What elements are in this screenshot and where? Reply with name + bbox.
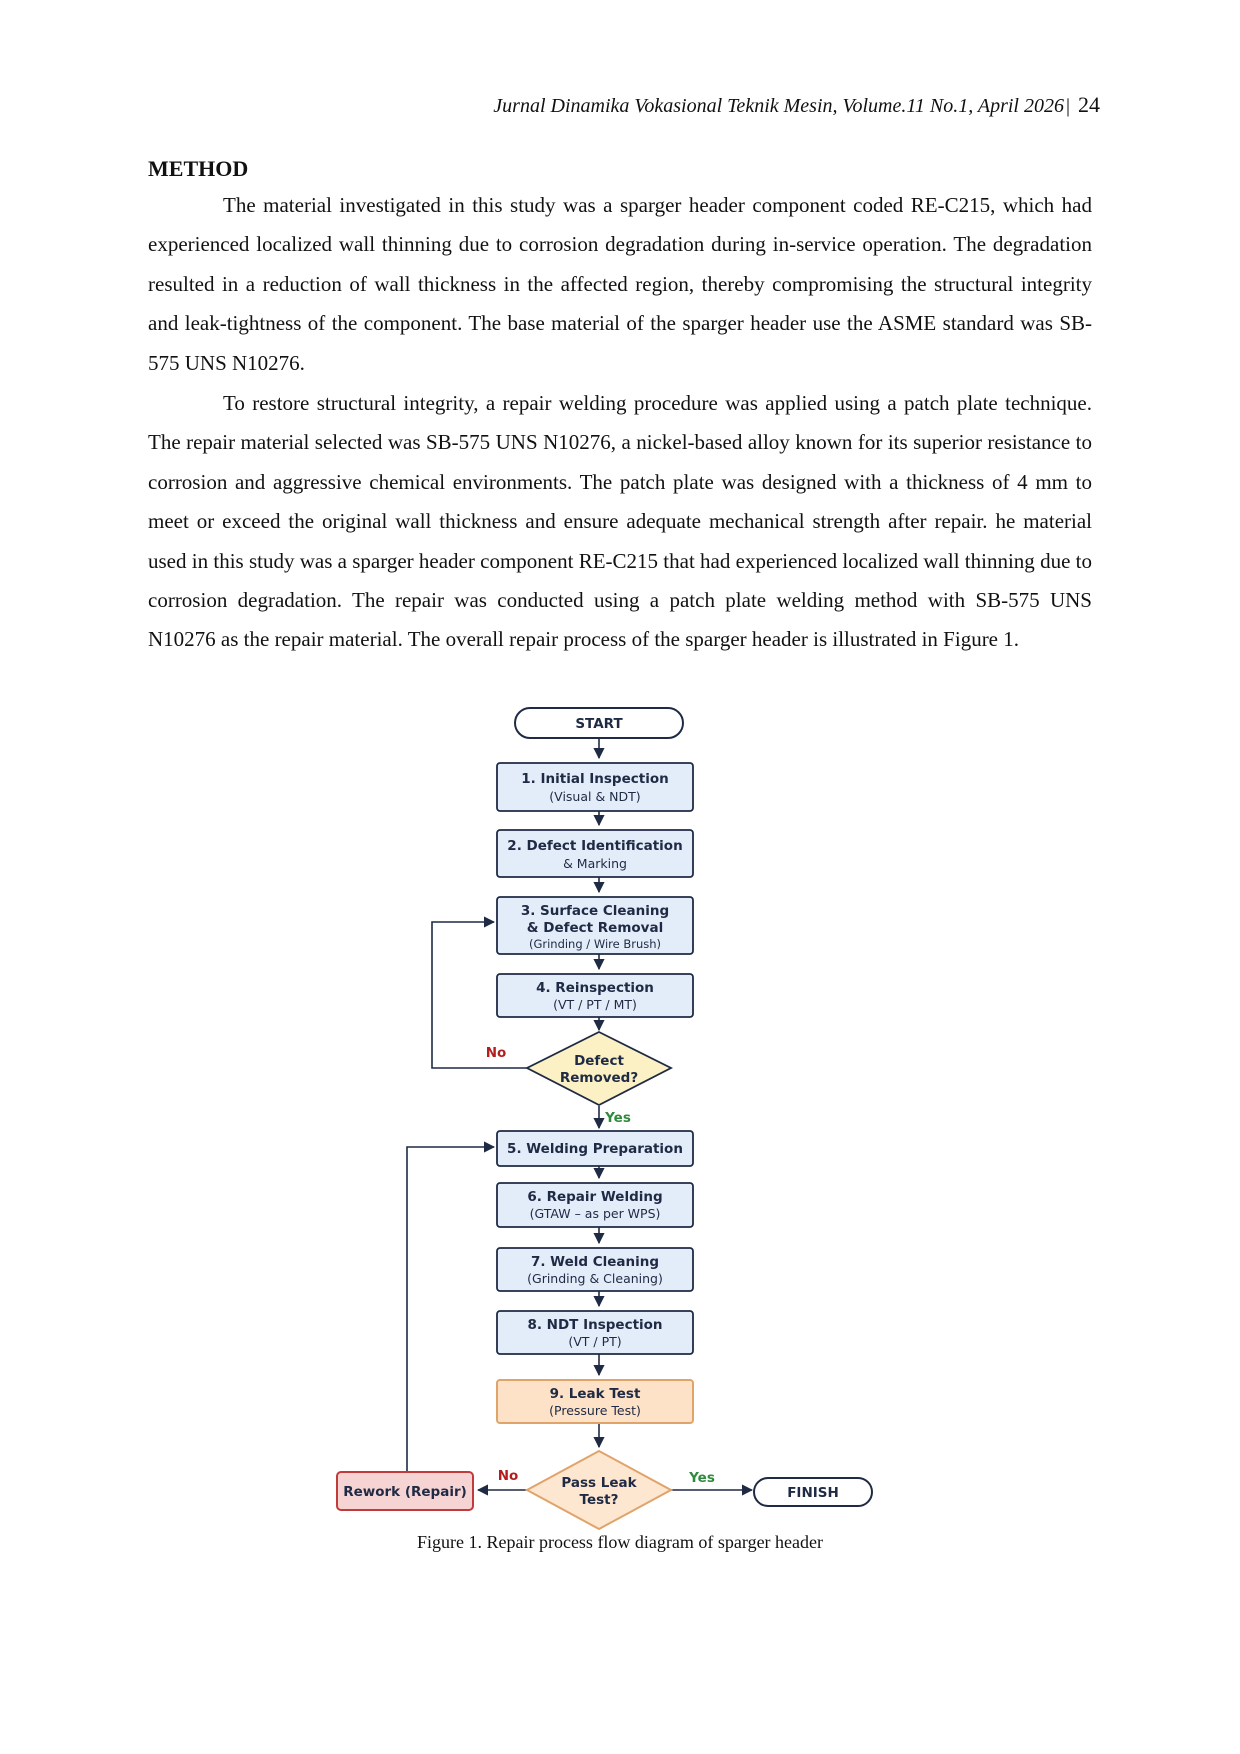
- arrow-rework-loop: [406, 1141, 496, 1472]
- step-9-sub: (Pressure Test): [549, 1403, 641, 1418]
- decision-defect-removed: Defect Removed?: [525, 1030, 673, 1107]
- paragraph-2: To restore structural integrity, a repai…: [148, 391, 1092, 652]
- step-6-sub: (GTAW – as per WPS): [530, 1206, 661, 1221]
- start-node: START: [514, 707, 684, 739]
- step-9-title: 9. Leak Test: [550, 1386, 641, 1402]
- decision-2-no-label: No: [498, 1468, 519, 1484]
- step-5-title: 5. Welding Preparation: [507, 1141, 683, 1157]
- decision-2-yes-label: Yes: [688, 1470, 715, 1486]
- running-header: Jurnal Dinamika Vokasional Teknik Mesin,…: [493, 92, 1100, 118]
- rework-node: Rework (Repair): [336, 1471, 474, 1511]
- step-2-sub: & Marking: [563, 856, 627, 871]
- decision-1-line-2: Removed?: [560, 1070, 638, 1086]
- step-8-sub: (VT / PT): [568, 1334, 621, 1349]
- step-2-defect-identification: 2. Defect Identification & Marking: [496, 829, 694, 878]
- step-3-surface-cleaning: 3. Surface Cleaning & Defect Removal (Gr…: [496, 896, 694, 955]
- header-separator: |: [1065, 95, 1070, 117]
- step-9-leak-test: 9. Leak Test (Pressure Test): [496, 1379, 694, 1424]
- page-number: 24: [1078, 92, 1100, 117]
- finish-node: FINISH: [753, 1477, 873, 1507]
- decision-2-line-1: Pass Leak: [561, 1475, 637, 1491]
- step-7-sub: (Grinding & Cleaning): [527, 1271, 663, 1286]
- step-6-title: 6. Repair Welding: [527, 1189, 662, 1205]
- arrow-decision1-no-loop: [431, 916, 527, 1069]
- decision-pass-leak-test: Pass Leak Test?: [524, 1449, 674, 1530]
- step-8-title: 8. NDT Inspection: [527, 1317, 662, 1333]
- figure-1: START 1. Initial Inspection (Visual & ND…: [322, 700, 882, 1530]
- flow-connectors: [406, 730, 754, 1496]
- step-4-title: 4. Reinspection: [536, 980, 654, 996]
- step-7-weld-cleaning: 7. Weld Cleaning (Grinding & Cleaning): [496, 1247, 694, 1292]
- start-label: START: [575, 716, 623, 732]
- step-7-title: 7. Weld Cleaning: [531, 1254, 659, 1270]
- decision-1-no-label: No: [486, 1045, 507, 1061]
- step-4-reinspection: 4. Reinspection (VT / PT / MT): [496, 973, 694, 1018]
- step-1-sub: (Visual & NDT): [549, 789, 640, 804]
- step-1-title: 1. Initial Inspection: [521, 771, 668, 787]
- step-3-title-2: & Defect Removal: [527, 920, 663, 936]
- step-6-repair-welding: 6. Repair Welding (GTAW – as per WPS): [496, 1182, 694, 1228]
- step-4-sub: (VT / PT / MT): [553, 997, 637, 1012]
- figure-caption: Figure 1. Repair process flow diagram of…: [416, 1532, 824, 1552]
- step-2-title: 2. Defect Identification: [507, 838, 682, 854]
- step-5-welding-preparation: 5. Welding Preparation: [496, 1130, 694, 1167]
- paragraph-1: The material investigated in this study …: [148, 193, 1092, 375]
- decision-2-line-2: Test?: [580, 1492, 619, 1508]
- step-3-title: 3. Surface Cleaning: [521, 903, 669, 919]
- decision-1-line-1: Defect: [574, 1053, 624, 1069]
- step-1-initial-inspection: 1. Initial Inspection (Visual & NDT): [496, 762, 694, 812]
- finish-label: FINISH: [787, 1485, 839, 1501]
- step-8-ndt-inspection: 8. NDT Inspection (VT / PT): [496, 1310, 694, 1355]
- repair-flowchart: START 1. Initial Inspection (Visual & ND…: [336, 707, 873, 1530]
- rework-label: Rework (Repair): [343, 1484, 467, 1500]
- decision-1-yes-label: Yes: [604, 1110, 631, 1126]
- journal-title: Jurnal Dinamika Vokasional Teknik Mesin,…: [493, 95, 1064, 117]
- step-3-sub: (Grinding / Wire Brush): [529, 937, 661, 951]
- section-heading: METHOD: [148, 156, 249, 181]
